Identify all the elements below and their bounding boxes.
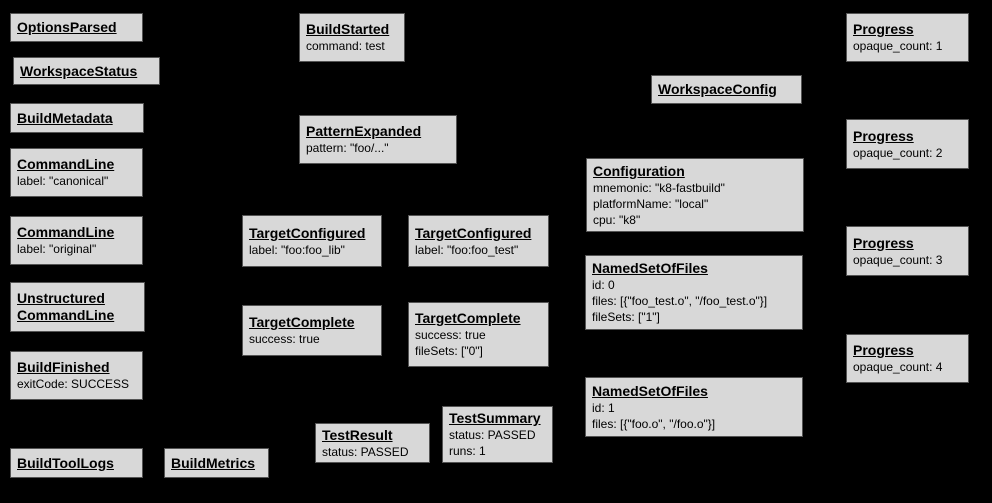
node-field: opaque_count: 1	[853, 39, 943, 53]
node-title: Unstructured CommandLine	[17, 290, 115, 323]
node-title: NamedSetOfFiles	[592, 382, 708, 399]
node-field: opaque_count: 2	[853, 145, 943, 160]
node-title: TargetConfigured	[249, 224, 366, 241]
node-workspace-status: WorkspaceStatus	[13, 57, 160, 85]
node-field: label: "foo:foo_lib"	[249, 242, 345, 257]
node-title: BuildToolLogs	[17, 454, 114, 471]
node-title: Progress	[853, 234, 914, 251]
node-title: TargetComplete	[415, 310, 521, 326]
node-title: BuildStarted	[306, 21, 390, 37]
node-field: exitCode: SUCCESS	[17, 377, 130, 391]
node-title: BuildFinished	[17, 359, 110, 375]
node-title: BuildMetrics	[171, 454, 256, 471]
node-field: pattern: "foo/..."	[306, 141, 389, 155]
node-title: Progress	[853, 127, 914, 144]
node-field: runs: 1	[449, 444, 486, 458]
node-field: status: PASSED	[322, 444, 409, 459]
node-field: command: test	[306, 39, 385, 53]
node-field: platformName: "local"	[593, 196, 709, 211]
node-target-complete-foo-test: TargetComplete success: true fileSets: ["0…	[408, 302, 549, 367]
node-field: label: "original"	[17, 242, 97, 256]
node-build-metrics: BuildMetrics	[164, 448, 269, 478]
node-title: Configuration	[593, 162, 685, 179]
node-field: opaque_count: 4	[853, 360, 943, 374]
node-field: status: PASSED	[449, 428, 536, 442]
node-command-line-canonical: CommandLine label: "canonical"	[10, 148, 143, 197]
node-progress-1: Progress opaque_count: 1	[846, 13, 969, 62]
node-pattern-expanded: PatternExpanded pattern: "foo/..."	[299, 115, 457, 164]
node-title: WorkspaceStatus	[20, 62, 138, 79]
node-field: opaque_count: 3	[853, 252, 943, 267]
node-title: BuildMetadata	[17, 109, 113, 126]
node-title: TestResult	[322, 426, 393, 443]
node-title: TargetConfigured	[415, 224, 532, 241]
node-title: OptionsParsed	[17, 19, 117, 35]
node-title: CommandLine	[17, 224, 115, 240]
node-options-parsed: OptionsParsed	[10, 13, 143, 42]
node-title: TargetComplete	[249, 314, 355, 330]
node-title: PatternExpanded	[306, 123, 422, 139]
node-unstructured-command-line: Unstructured CommandLine	[10, 282, 145, 332]
node-title: NamedSetOfFiles	[592, 260, 708, 276]
node-target-complete-foo-lib: TargetComplete success: true	[242, 305, 382, 356]
node-build-metadata: BuildMetadata	[10, 103, 144, 133]
node-field: id: 0	[592, 278, 615, 292]
node-title: Progress	[853, 342, 914, 358]
node-field: fileSets: ["0"]	[415, 344, 483, 358]
node-field: cpu: "k8"	[593, 212, 641, 227]
node-title: TestSummary	[449, 410, 541, 426]
node-field: files: [{"foo.o", "/foo.o"}]	[592, 416, 716, 431]
node-command-line-original: CommandLine label: "original"	[10, 216, 143, 265]
node-field: fileSets: ["1"]	[592, 310, 660, 324]
node-title: Progress	[853, 21, 914, 37]
node-named-set-of-files-0: NamedSetOfFiles id: 0 files: [{"foo_test.o…	[585, 255, 803, 330]
node-build-finished: BuildFinished exitCode: SUCCESS	[10, 351, 143, 400]
node-field: success: true	[415, 328, 486, 342]
node-field: id: 1	[592, 400, 615, 415]
node-progress-4: Progress opaque_count: 4	[846, 334, 969, 383]
node-title: WorkspaceConfig	[658, 81, 777, 97]
node-field: label: "canonical"	[17, 174, 109, 188]
node-field: mnemonic: "k8-fastbuild"	[593, 180, 725, 195]
node-workspace-config: WorkspaceConfig	[651, 75, 802, 104]
node-field: success: true	[249, 332, 320, 346]
node-build-tool-logs: BuildToolLogs	[10, 448, 143, 478]
node-build-started: BuildStarted command: test	[299, 13, 405, 62]
node-field: files: [{"foo_test.o", "/foo_test.o"}]	[592, 294, 768, 308]
node-title: CommandLine	[17, 156, 115, 172]
node-test-summary: TestSummary status: PASSED runs: 1	[442, 406, 553, 463]
node-field: label: "foo:foo_test"	[415, 242, 519, 257]
